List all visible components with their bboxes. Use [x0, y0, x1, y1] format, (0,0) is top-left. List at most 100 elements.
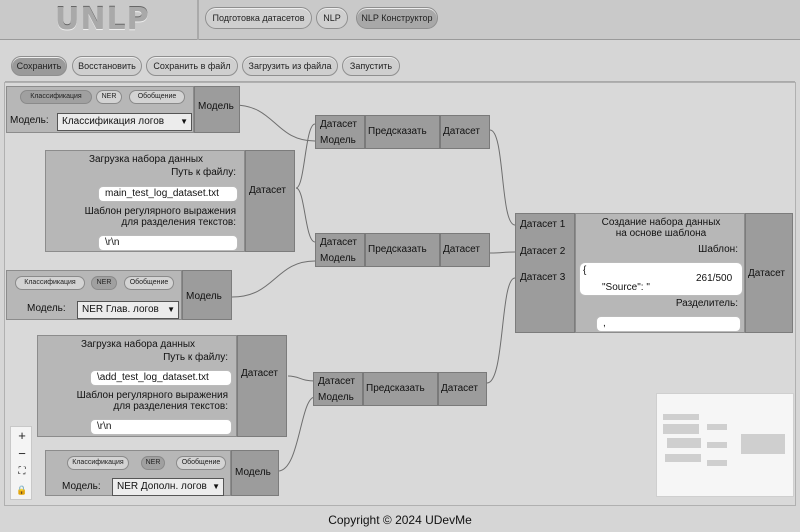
predict-node-2[interactable]: Предсказать: [365, 233, 440, 267]
pill-classification[interactable]: Классификация: [15, 276, 85, 290]
save-button[interactable]: Сохранить: [11, 56, 67, 76]
dataset-title: Загрузка набора данных: [80, 339, 196, 350]
template-textarea[interactable]: { "Source": " 261/500: [579, 262, 743, 296]
load-from-file-button[interactable]: Загрузить из файла: [242, 56, 338, 76]
lock-icon[interactable]: 🔒: [16, 485, 28, 495]
tab-nlp[interactable]: NLP: [316, 7, 348, 29]
pill-summarization[interactable]: Обобщение: [129, 90, 185, 104]
header-divider: [197, 0, 199, 40]
dataset-node-2[interactable]: Загрузка набора данных Путь к файлу: \ad…: [37, 335, 237, 437]
predict-input-model: Модель: [318, 392, 354, 403]
template-input-1: Датасет 1: [520, 219, 566, 230]
pill-ner[interactable]: NER: [91, 276, 117, 290]
app-logo: UNLP: [55, 2, 150, 37]
path-label: Путь к файлу:: [163, 352, 228, 363]
minimap-node: [707, 460, 727, 466]
predict-inputs-1[interactable]: Датасет Модель: [315, 115, 365, 149]
regex-label: Шаблон регулярного выражения: [84, 206, 236, 217]
minimap[interactable]: [656, 393, 794, 497]
model-node-1[interactable]: Классификация NER Обобщение Модель: Клас…: [6, 86, 194, 133]
model-output-label: Модель: [235, 467, 271, 478]
template-inputs[interactable]: Датасет 1 Датасет 2 Датасет 3: [515, 213, 575, 333]
model-select[interactable]: NER Дополн. логов ▼: [112, 478, 224, 496]
model-output-label: Модель: [198, 101, 234, 112]
file-path-input[interactable]: \add_test_log_dataset.txt: [90, 370, 232, 386]
zoom-out-button[interactable]: −: [18, 446, 26, 461]
template-line-1: {: [583, 265, 587, 276]
path-label: Путь к файлу:: [171, 167, 236, 178]
regex-input[interactable]: \r\n: [98, 235, 238, 251]
predict-output-3[interactable]: Датасет: [438, 372, 487, 406]
model-output-port-1[interactable]: Модель: [194, 86, 240, 133]
minimap-node: [707, 442, 727, 448]
model-select[interactable]: Классификация логов▼: [57, 113, 192, 131]
dataset-output-port-1[interactable]: Датасет: [245, 150, 295, 252]
tab-dataset-prep[interactable]: Подготовка датасетов: [205, 7, 312, 29]
template-title: Создание набора данных: [601, 217, 721, 228]
predict-input-dataset: Датасет: [318, 376, 355, 387]
pill-ner[interactable]: NER: [141, 456, 165, 470]
predict-input-dataset: Датасет: [320, 119, 357, 130]
model-node-3[interactable]: Классификация NER Обобщение Модель: NER …: [45, 450, 231, 496]
model-label: Модель:: [62, 481, 101, 492]
predict-inputs-2[interactable]: Датасет Модель: [315, 233, 365, 267]
template-output-label: Датасет: [748, 268, 785, 279]
fit-view-button[interactable]: ⛶: [18, 466, 26, 477]
dataset-output-label: Датасет: [249, 185, 286, 196]
save-to-file-button[interactable]: Сохранить в файл: [146, 56, 238, 76]
dataset-output-port-2[interactable]: Датасет: [237, 335, 287, 437]
template-output-port[interactable]: Датасет: [745, 213, 793, 333]
pill-summarization[interactable]: Обобщение: [124, 276, 174, 290]
separator-input[interactable]: ,: [596, 316, 741, 332]
predict-input-model: Модель: [320, 135, 356, 146]
footer-copyright: Copyright © 2024 UDevMe: [328, 513, 472, 527]
model-node-2[interactable]: Классификация NER Обобщение Модель: NER …: [6, 270, 182, 320]
minimap-node: [663, 414, 699, 420]
run-button[interactable]: Запустить: [342, 56, 400, 76]
dataset-output-label: Датасет: [241, 368, 278, 379]
predict-node-1[interactable]: Предсказать: [365, 115, 440, 149]
restore-button[interactable]: Восстановить: [72, 56, 142, 76]
template-input-3: Датасет 3: [520, 272, 566, 283]
separator-label: Разделитель:: [675, 298, 738, 309]
model-output-port-3[interactable]: Модель: [231, 450, 279, 496]
model-select-value: NER Дополн. логов: [117, 481, 207, 492]
model-select-value: NER Глав. логов: [82, 304, 159, 315]
minimap-node: [665, 454, 701, 462]
regex-label-line2: для разделения текстов:: [121, 217, 236, 228]
minimap-node: [667, 438, 701, 448]
predict-input-dataset: Датасет: [320, 237, 357, 248]
template-dataset-node[interactable]: Создание набора данных на основе шаблона…: [575, 213, 745, 333]
zoom-controls: + − ⛶ 🔒: [10, 426, 32, 500]
minimap-node: [663, 424, 699, 434]
regex-label-line2: для разделения текстов:: [113, 401, 228, 412]
regex-input[interactable]: \r\n: [90, 419, 232, 435]
predict-inputs-3[interactable]: Датасет Модель: [313, 372, 363, 406]
dataset-title: Загрузка набора данных: [88, 154, 204, 165]
template-line-2: "Source": ": [602, 282, 650, 293]
pill-summarization[interactable]: Обобщение: [176, 456, 226, 470]
model-select[interactable]: NER Глав. логов▼: [77, 301, 179, 319]
template-label: Шаблон:: [698, 244, 738, 255]
minimap-node: [707, 424, 727, 430]
minimap-node: [741, 434, 785, 454]
app-header: UNLP Подготовка датасетов NLP NLP Констр…: [0, 0, 800, 40]
model-output-port-2[interactable]: Модель: [182, 270, 232, 320]
pill-ner[interactable]: NER: [96, 90, 122, 104]
regex-label: Шаблон регулярного выражения: [76, 390, 228, 401]
predict-output-1[interactable]: Датасет: [440, 115, 490, 149]
template-input-2: Датасет 2: [520, 246, 566, 257]
pill-classification[interactable]: Классификация: [67, 456, 129, 470]
model-select-value: Классификация логов: [62, 116, 165, 127]
predict-output-2[interactable]: Датасет: [440, 233, 490, 267]
zoom-in-button[interactable]: +: [18, 428, 26, 443]
pill-classification[interactable]: Классификация: [20, 90, 92, 104]
predict-input-model: Модель: [320, 253, 356, 264]
chevron-down-icon: ▼: [212, 482, 220, 491]
model-label: Модель:: [27, 303, 66, 314]
template-char-counter: 261/500: [696, 273, 733, 284]
tab-nlp-constructor[interactable]: NLP Конструктор: [356, 7, 438, 29]
predict-node-3[interactable]: Предсказать: [363, 372, 438, 406]
file-path-input[interactable]: main_test_log_dataset.txt: [98, 186, 238, 202]
dataset-node-1[interactable]: Загрузка набора данных Путь к файлу: mai…: [45, 150, 245, 252]
